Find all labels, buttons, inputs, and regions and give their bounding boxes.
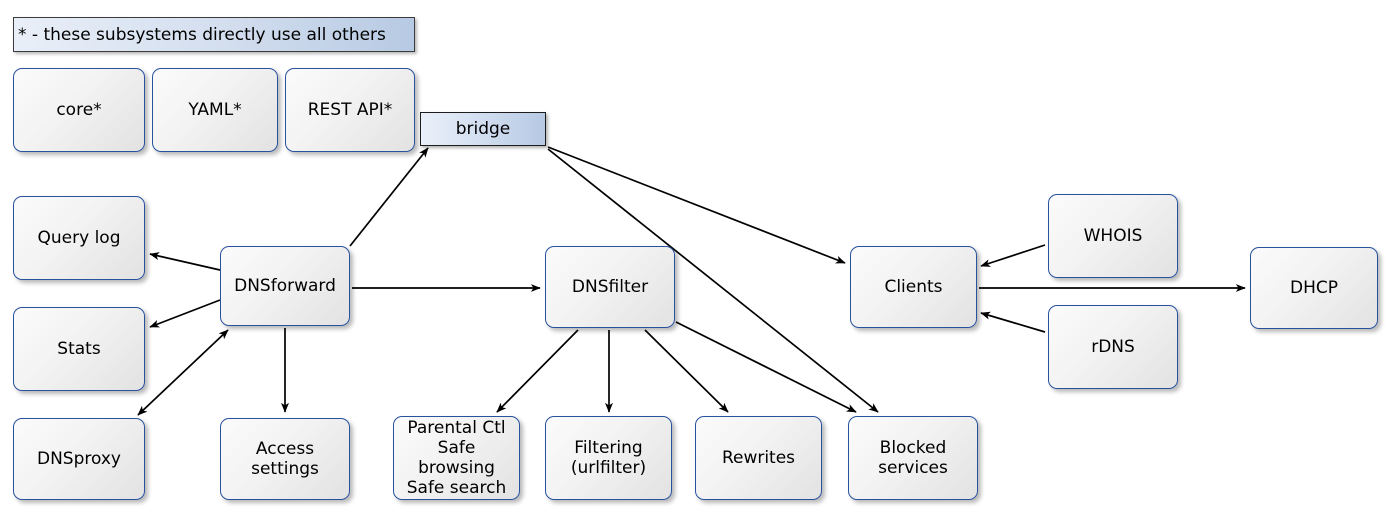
node-dnsproxy-label: DNSproxy — [36, 448, 121, 469]
node-filtering-label: Filtering (urlfilter) — [570, 437, 647, 478]
edge-dnsforward-to-bridge — [349, 147, 429, 247]
legend-note: * - these subsystems directly use all ot… — [13, 17, 415, 52]
edge-rdns-to-clients — [980, 311, 1046, 333]
node-restapi-label: REST API* — [307, 99, 393, 120]
node-core[interactable]: core* — [13, 68, 145, 152]
node-restapi[interactable]: REST API* — [285, 68, 415, 152]
node-dnsfilter[interactable]: DNSfilter — [545, 246, 675, 328]
node-access[interactable]: Access settings — [220, 418, 350, 500]
node-bridge[interactable]: bridge — [420, 112, 546, 146]
edge-dnsfilter-to-parental — [496, 329, 579, 413]
node-dnsfilter-label: DNSfilter — [571, 276, 649, 297]
node-blocked-label: Blocked services — [878, 437, 948, 478]
node-whois-label: WHOIS — [1083, 225, 1143, 246]
node-yaml-label: YAML* — [188, 99, 242, 120]
legend-note-text: * - these subsystems directly use all ot… — [18, 24, 386, 45]
node-dnsproxy[interactable]: DNSproxy — [13, 418, 145, 500]
edge-dnsfilter-to-blocked — [675, 321, 857, 413]
node-querylog[interactable]: Query log — [13, 196, 145, 280]
node-dnsforward[interactable]: DNSforward — [220, 246, 350, 326]
node-clients[interactable]: Clients — [850, 246, 977, 328]
edge-whois-to-clients — [980, 244, 1046, 267]
node-rdns[interactable]: rDNS — [1048, 305, 1178, 389]
node-bridge-label: bridge — [455, 118, 511, 139]
node-dhcp[interactable]: DHCP — [1250, 247, 1378, 329]
node-whois[interactable]: WHOIS — [1048, 194, 1178, 278]
node-rdns-label: rDNS — [1091, 336, 1135, 357]
node-clients-label: Clients — [884, 276, 943, 297]
edge-dnsfilter-to-rewrites — [644, 329, 729, 413]
node-access-label: Access settings — [251, 438, 319, 479]
node-stats[interactable]: Stats — [13, 307, 145, 391]
edge-dnsforward-to-stats — [149, 299, 221, 328]
node-core-label: core* — [56, 99, 102, 120]
edge-dnsforward-to-querylog — [149, 252, 221, 271]
node-rewrites-label: Rewrites — [721, 447, 796, 468]
node-filtering[interactable]: Filtering (urlfilter) — [545, 416, 672, 500]
node-dhcp-label: DHCP — [1290, 277, 1338, 298]
node-parental[interactable]: Parental Ctl Safe browsing Safe search — [393, 416, 520, 500]
node-yaml[interactable]: YAML* — [152, 68, 278, 152]
node-rewrites[interactable]: Rewrites — [695, 416, 822, 500]
node-dnsforward-label: DNSforward — [234, 275, 336, 296]
node-querylog-label: Query log — [37, 227, 121, 248]
node-blocked[interactable]: Blocked services — [848, 416, 978, 500]
node-parental-label: Parental Ctl Safe browsing Safe search — [406, 417, 507, 499]
node-stats-label: Stats — [57, 338, 101, 359]
edge-dnsforward-to-dnsproxy — [137, 329, 229, 416]
